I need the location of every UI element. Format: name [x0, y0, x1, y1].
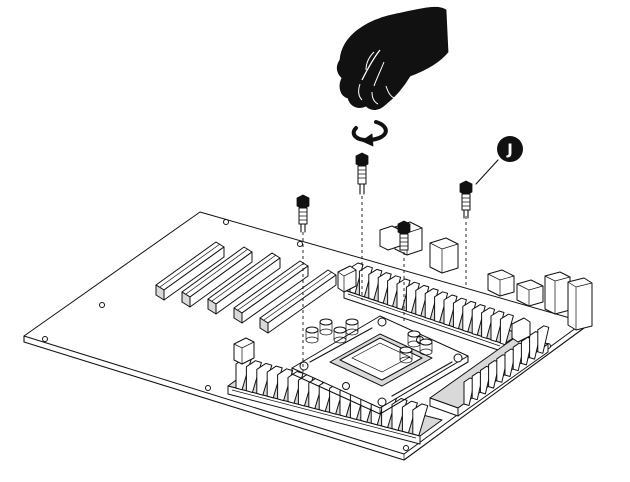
dimm-latches [233, 265, 531, 365]
callout-label: J [506, 141, 513, 159]
rotate-arrow-icon [351, 120, 388, 147]
capacitors [305, 318, 433, 364]
standoff-screw-icon [355, 152, 369, 195]
standoff-screw-icon [397, 220, 411, 251]
expansion-slot [259, 269, 337, 334]
upper-memory-heatsink [343, 262, 521, 353]
alignment-guides [302, 196, 467, 372]
expansion-slot [181, 246, 253, 308]
hand-icon [336, 6, 449, 110]
callout-j: J [475, 136, 523, 185]
heatsink-fin [537, 325, 550, 354]
standoff-screw-icon [459, 180, 473, 219]
vrm-heatsink [429, 325, 550, 417]
rear-io-connectors [379, 221, 593, 331]
heatsink-fin [412, 403, 429, 437]
expansion-slot [155, 241, 225, 301]
expansion-slot [233, 260, 309, 324]
standoff-screw-icon [296, 194, 310, 233]
expansion-slot [207, 252, 281, 315]
mounting-holes [42, 219, 551, 451]
expansion-slots [155, 241, 337, 334]
callout-badge [497, 136, 523, 162]
